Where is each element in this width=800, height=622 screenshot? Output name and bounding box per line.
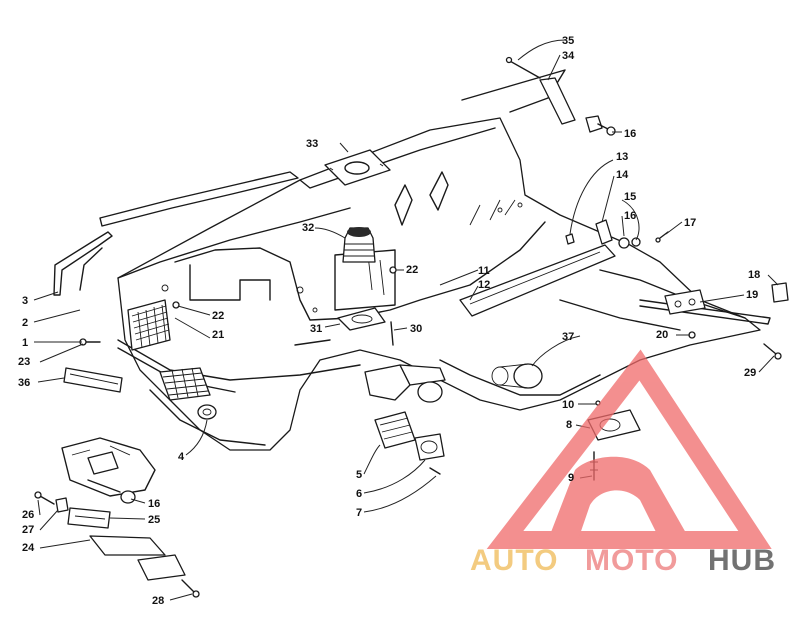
strip-36 <box>63 367 123 393</box>
callout-16-bottom: 16 <box>148 498 160 510</box>
callout-30: 30 <box>410 323 422 335</box>
callout-25: 25 <box>148 514 160 526</box>
callout-15: 15 <box>624 191 636 203</box>
watermark-wordmark: AUTO MOTO HUB <box>470 544 776 577</box>
callout-6: 6 <box>356 488 362 500</box>
callout-3: 3 <box>22 295 28 307</box>
rear-flap <box>461 56 616 136</box>
callout-23: 23 <box>18 356 30 368</box>
callout-4: 4 <box>178 451 185 463</box>
callout-16-mid: 16 <box>624 210 636 222</box>
callout-10: 10 <box>562 399 574 411</box>
belly-pan <box>117 117 761 451</box>
callout-32: 32 <box>302 222 314 234</box>
callout-37: 37 <box>562 331 574 343</box>
watermark-word-hub: HUB <box>708 544 776 577</box>
callout-13: 13 <box>616 151 628 163</box>
front-grille <box>127 299 171 351</box>
callout-22-left: 22 <box>212 310 224 322</box>
callout-35: 35 <box>562 35 574 47</box>
callout-9: 9 <box>568 472 574 484</box>
callout-34: 34 <box>562 50 575 62</box>
steering-plate <box>324 149 391 186</box>
callout-26: 26 <box>22 509 34 521</box>
callout-33: 33 <box>306 138 318 150</box>
watermark-logo <box>486 349 772 549</box>
callout-19: 19 <box>746 289 758 301</box>
callout-21: 21 <box>212 329 224 341</box>
detail-inset <box>34 437 200 598</box>
side-panel <box>459 244 616 317</box>
callout-20: 20 <box>656 329 668 341</box>
callout-5: 5 <box>356 469 362 481</box>
watermark-word-auto: AUTO <box>470 544 558 577</box>
boot <box>342 227 376 263</box>
rear-rail <box>639 282 789 325</box>
callout-2: 2 <box>22 317 28 329</box>
callout-labels: 35 34 16 33 13 14 15 16 17 32 22 11 18 1… <box>18 35 760 607</box>
callout-18: 18 <box>748 269 760 281</box>
callout-22-center: 22 <box>406 264 418 276</box>
callout-12: 12 <box>478 279 490 291</box>
callout-7: 7 <box>356 507 362 519</box>
callout-16-top: 16 <box>624 128 636 140</box>
leader-lines <box>33 39 779 601</box>
callout-17: 17 <box>684 217 696 229</box>
callout-27: 27 <box>22 524 34 536</box>
grommet-4 <box>197 404 217 420</box>
watermark-word-moto: MOTO <box>585 544 678 577</box>
fasteners <box>79 219 782 360</box>
watermark-inner-mark <box>548 456 690 540</box>
light-assembly <box>374 411 445 475</box>
watermark-triangle-icon <box>486 349 772 549</box>
callout-28: 28 <box>152 595 164 607</box>
lower-grille <box>159 367 211 401</box>
callout-8: 8 <box>566 419 572 431</box>
callout-36: 36 <box>18 377 30 389</box>
callout-31: 31 <box>310 323 322 335</box>
side-rails <box>53 171 299 296</box>
callout-1: 1 <box>22 337 28 349</box>
callout-11: 11 <box>478 265 490 277</box>
center-bracket <box>294 339 446 403</box>
plate-31 <box>337 307 386 331</box>
callout-24: 24 <box>22 542 35 554</box>
callout-29: 29 <box>744 367 756 379</box>
cap-37 <box>491 363 543 389</box>
callout-14: 14 <box>616 169 629 181</box>
